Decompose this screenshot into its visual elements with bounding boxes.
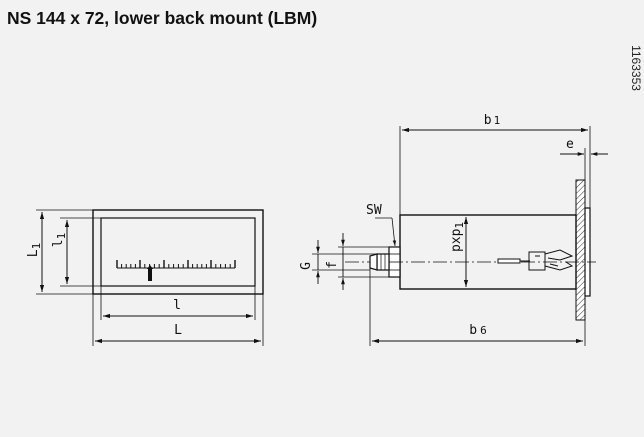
dim-label-b6: b	[469, 323, 477, 338]
front-window-outline	[100, 217, 256, 287]
dim-label-L: L	[174, 323, 182, 338]
front-bezel-outline	[92, 209, 264, 295]
housing-body	[399, 214, 577, 290]
scale	[116, 260, 236, 269]
dim-label-e: e	[566, 137, 574, 152]
svg-text:b6: b6	[469, 323, 486, 338]
bezel-flange	[584, 207, 591, 297]
svg-text:l1: l1	[51, 233, 68, 247]
scale-pointer	[148, 269, 152, 281]
process-connection	[369, 253, 390, 271]
connector-nut	[388, 246, 401, 278]
panel-hatched	[575, 179, 586, 321]
mounting-bracket	[497, 249, 574, 271]
svg-text:b1: b1	[484, 113, 500, 128]
dim-label-b1: b	[484, 113, 492, 128]
svg-text:pxp1: pxp1	[449, 222, 466, 252]
dim-label-pxp1: pxp	[449, 228, 464, 252]
dim-label-l: l	[173, 298, 181, 313]
dim-label-l1: l	[51, 239, 66, 247]
side-view: SW f G pxp1	[299, 113, 608, 346]
label-sw: SW	[366, 203, 382, 218]
dim-label-L1: L	[26, 249, 41, 257]
dim-label-f: f	[325, 261, 340, 269]
front-view: L1 l1 l L	[26, 209, 264, 346]
document-number: 1163353	[629, 45, 643, 91]
dim-label-G: G	[299, 262, 314, 270]
page-title: NS 144 x 72, lower back mount (LBM)	[7, 8, 318, 28]
svg-text:L1: L1	[26, 243, 43, 257]
